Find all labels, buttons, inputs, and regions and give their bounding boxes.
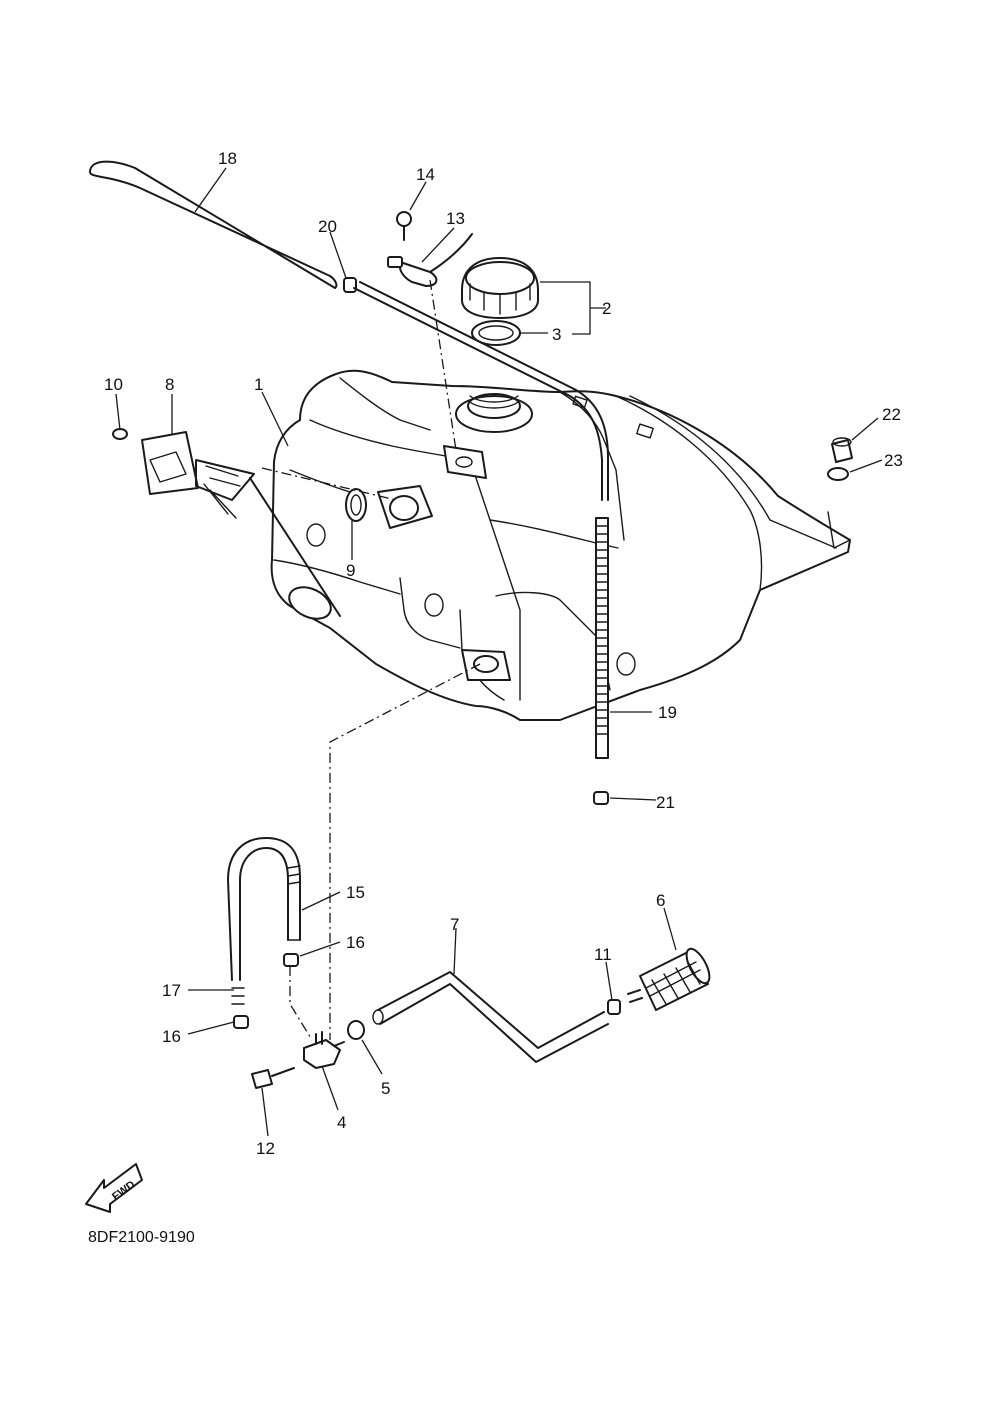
sender-screw	[112, 428, 128, 440]
hose-clip-lower	[233, 1015, 249, 1029]
bracket-screw	[396, 211, 412, 241]
callout-17: 17	[162, 981, 181, 1000]
callout-14: 14	[416, 165, 435, 184]
drawing-code: 8DF2100-9190	[88, 1229, 195, 1246]
fuel-cap	[461, 257, 539, 319]
callout-16a: 16	[346, 933, 365, 952]
fuel-filter	[627, 947, 711, 1011]
tank-bracket-pad	[443, 445, 487, 479]
callout-13: 13	[446, 209, 465, 228]
damper	[831, 437, 853, 463]
petcock-screw	[251, 1067, 295, 1089]
callout-6: 6	[656, 891, 665, 910]
callout-11: 11	[594, 945, 612, 964]
callout-5: 5	[381, 1079, 390, 1098]
hose-clip-upper	[283, 953, 299, 967]
callout-7: 7	[450, 915, 459, 934]
sender-mount	[377, 485, 433, 529]
leader-lines	[115, 167, 883, 1137]
overflow-hose	[353, 281, 609, 759]
callout-19: 19	[658, 703, 677, 722]
fuel-sender-unit	[141, 431, 341, 620]
callout-labels: 1 2 3 4 5 6 7 8 9 10 11 12 13 14 15 16 1…	[104, 149, 903, 1158]
callout-15: 15	[346, 883, 365, 902]
petcock-mount-pad	[461, 649, 511, 681]
callout-12: 12	[256, 1139, 275, 1158]
callout-23: 23	[884, 451, 903, 470]
filter-hose	[372, 971, 609, 1063]
callout-2: 2	[602, 299, 611, 318]
hose-cap	[593, 791, 609, 805]
washer	[827, 467, 849, 481]
vent-bracket	[387, 233, 473, 287]
callout-22: 22	[882, 405, 901, 424]
breather-hose	[89, 160, 338, 289]
assembly-lines	[261, 279, 481, 1041]
fuel-hose	[227, 837, 301, 981]
petcock-cap	[347, 1020, 365, 1040]
callout-3: 3	[552, 325, 561, 344]
callout-8: 8	[165, 375, 174, 394]
callout-4: 4	[337, 1113, 346, 1132]
callout-16b: 16	[162, 1027, 181, 1046]
callout-21: 21	[656, 793, 675, 812]
hose-clip	[343, 277, 357, 293]
forward-direction-arrow: FWD	[85, 1163, 143, 1213]
filter-clip	[607, 999, 621, 1015]
o-ring	[345, 488, 367, 522]
filler-neck	[455, 393, 533, 433]
callout-18: 18	[218, 149, 237, 168]
callout-20: 20	[318, 217, 337, 236]
callout-1: 1	[254, 375, 263, 394]
drain-hose	[231, 987, 245, 1005]
fuel-tank	[270, 369, 851, 721]
fuel-petcock	[303, 1031, 345, 1069]
callout-9: 9	[346, 561, 355, 580]
callout-10: 10	[104, 375, 123, 394]
